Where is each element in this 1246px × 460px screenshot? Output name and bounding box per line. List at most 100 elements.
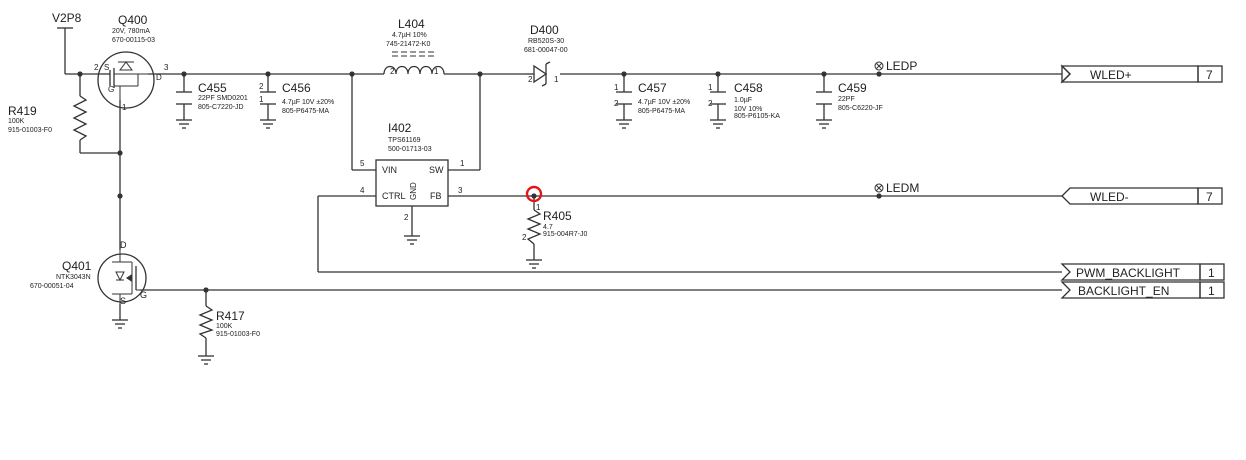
r417[interactable]: R417 100K 915-01003-F0	[198, 305, 260, 339]
c455-ref: C455	[198, 81, 227, 95]
q400-gate-label: G	[108, 85, 114, 94]
port-wled-minus-label: WLED-	[1090, 190, 1129, 204]
port-pwm-backlight-page: 1	[1208, 266, 1215, 280]
r417-value: 100K	[216, 323, 233, 330]
q400-drain-label: D	[156, 73, 162, 82]
c456-pin-2: 2	[259, 82, 264, 91]
c455-value: 22PF SMD0201	[198, 95, 248, 102]
i402[interactable]: I402 TPS61169 500-01713-03 VIN SW CTRL F…	[360, 121, 465, 222]
d400-ref: D400	[530, 23, 559, 37]
c457-pin-1: 1	[614, 83, 619, 92]
d400-pin-2: 2	[528, 75, 533, 84]
d400-partno: 681-00047-00	[524, 47, 568, 54]
i402-vin-label: VIN	[382, 165, 397, 175]
ground-icon	[112, 319, 128, 329]
d400[interactable]: D400 RB520S-30 681-00047-00 2 1	[524, 23, 568, 87]
ground-icon	[176, 119, 192, 129]
q401-model: NTK3043N	[56, 274, 91, 281]
highlight-marker	[525, 185, 543, 203]
c458-pin-1: 1	[708, 83, 713, 92]
c458-partno: 805-P6105-KA	[734, 113, 780, 120]
d400-pin-1: 1	[554, 75, 559, 84]
q401-source-label: S	[120, 296, 126, 306]
ground-symbols	[112, 119, 832, 365]
i402-ctrl-label: CTRL	[382, 191, 406, 201]
r419-value: 100K	[8, 118, 25, 125]
ground-icon	[198, 355, 214, 365]
r417-partno: 915-01003-F0	[216, 331, 260, 338]
ground-icon	[526, 259, 542, 269]
q400-source-label: S	[104, 63, 109, 72]
q400-pin-2: 2	[94, 63, 99, 72]
q401-partno: 670-00051-04	[30, 283, 74, 290]
i402-pin-1: 1	[460, 159, 465, 168]
net-ledm-label: LEDM	[886, 181, 919, 195]
d400-model: RB520S-30	[528, 38, 564, 45]
r405-partno: 915-004R7-J0	[543, 231, 587, 238]
port-wled-minus-page: 7	[1206, 190, 1213, 204]
c457-ref: C457	[638, 81, 667, 95]
ground-icon	[816, 119, 832, 129]
port-wled-minus[interactable]: WLED- 7	[1061, 187, 1223, 205]
c456-value: 4.7µF 10V ±20%	[282, 99, 334, 106]
port-pwm-backlight[interactable]: PWM_BACKLIGHT 1	[1060, 263, 1225, 281]
c457-partno: 805-P6475-MA	[638, 108, 685, 115]
net-ledp: LEDP	[874, 59, 917, 73]
r419-partno: 915-01003-F0	[8, 127, 52, 134]
i402-pin-3: 3	[458, 186, 463, 195]
i402-pin-4: 4	[360, 186, 365, 195]
i402-fb-label: FB	[430, 191, 442, 201]
c459[interactable]: C459 22PF 805-C6220-JF	[816, 81, 883, 112]
r419[interactable]: R419 100K 915-01003-F0	[8, 95, 88, 141]
c458[interactable]: 1 2 C458 1.0µF 10V 10% 805-P6105-KA	[708, 81, 780, 120]
l404-pin-1: 1	[434, 67, 439, 76]
ground-icon	[710, 119, 726, 129]
port-backlight-en-label: BACKLIGHT_EN	[1078, 284, 1169, 298]
q401[interactable]: Q401 NTK3043N 670-00051-04 D S G	[30, 240, 147, 306]
l404[interactable]: L404 4.7µH 10% 745-21472-K0 2 1	[383, 17, 445, 76]
i402-pin-5: 5	[360, 159, 365, 168]
q400-pin-1: 1	[122, 103, 127, 112]
l404-ref: L404	[398, 17, 425, 31]
r417-ref: R417	[216, 309, 245, 323]
c457[interactable]: 1 2 C457 4.7µF 10V ±20% 805-P6475-MA	[614, 81, 690, 115]
ground-icon	[260, 119, 276, 129]
c456-ref: C456	[282, 81, 311, 95]
port-backlight-en[interactable]: BACKLIGHT_EN 1	[1060, 281, 1225, 299]
net-v2p8-label: V2P8	[52, 11, 82, 25]
c458-rating: 10V 10%	[734, 106, 762, 113]
junction-dots	[77, 71, 882, 293]
i402-pin-2: 2	[404, 213, 409, 222]
l404-value: 4.7µH 10%	[392, 32, 427, 39]
l404-partno: 745-21472-K0	[386, 41, 430, 48]
c458-pin-2: 2	[708, 99, 713, 108]
q400-partno: 670-00115-03	[112, 37, 155, 44]
net-ledp-label: LEDP	[886, 59, 917, 73]
port-pwm-backlight-label: PWM_BACKLIGHT	[1076, 266, 1181, 280]
c458-value: 1.0µF	[734, 97, 752, 104]
i402-gnd-label: GND	[409, 182, 418, 200]
c455[interactable]: C455 22PF SMD0201 805-C7220-JD	[176, 81, 248, 111]
c456[interactable]: 2 1 C456 4.7µF 10V ±20% 805-P6475-MA	[259, 81, 334, 115]
i402-ref: I402	[388, 121, 412, 135]
port-wled-plus-label: WLED+	[1090, 68, 1132, 82]
r405-ref: R405	[543, 209, 572, 223]
r405[interactable]: R405 4.7 915-004R7-J0 1 2	[522, 203, 587, 245]
r419-ref: R419	[8, 104, 37, 118]
net-v2p8: V2P8	[52, 11, 82, 29]
ground-icon	[404, 235, 420, 245]
port-wled-plus[interactable]: WLED+ 7	[1060, 64, 1223, 84]
q400[interactable]: Q400 20V, 780mA 670-00115-03 2 3 1 G S D	[94, 13, 169, 112]
q400-rating: 20V, 780mA	[112, 28, 150, 35]
r405-value: 4.7	[543, 224, 553, 231]
q401-drain-label: D	[120, 240, 127, 250]
wires	[64, 28, 1062, 356]
c459-ref: C459	[838, 81, 867, 95]
c458-ref: C458	[734, 81, 763, 95]
c459-partno: 805-C6220-JF	[838, 105, 883, 112]
r405-pin-2: 2	[522, 233, 527, 242]
c455-partno: 805-C7220-JD	[198, 104, 244, 111]
i402-partno: 500-01713-03	[388, 146, 432, 153]
c457-pin-2: 2	[614, 99, 619, 108]
